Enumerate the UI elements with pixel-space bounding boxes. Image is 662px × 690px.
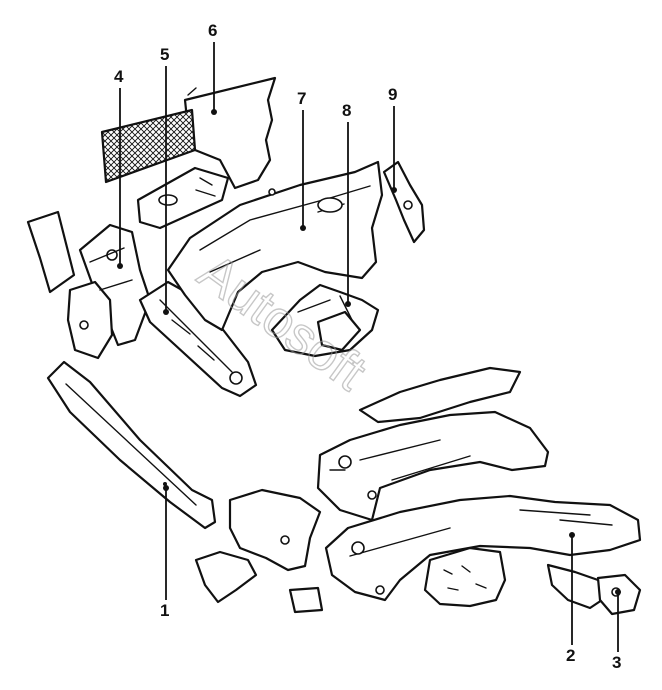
callout-6: 6 <box>208 21 217 40</box>
part-6-hood-panel <box>100 76 277 230</box>
upper-longitudinal-rail <box>316 366 550 522</box>
small-pad <box>288 586 324 614</box>
callout-4: 4 <box>114 67 124 86</box>
part-8-mount <box>270 283 380 358</box>
part-9-small-bracket <box>382 160 426 244</box>
callout-7: 7 <box>297 89 306 108</box>
part-5-inner-rail <box>138 280 258 398</box>
callout-2: 2 <box>566 646 575 665</box>
callout-labels: 1 2 3 4 5 6 7 8 9 <box>114 21 621 672</box>
callout-1: 1 <box>160 601 169 620</box>
callout-9: 9 <box>388 85 397 104</box>
small-mount-left <box>194 550 258 604</box>
textured-panel <box>423 546 507 608</box>
leader-lines <box>119 42 619 652</box>
lower-longitudinal-rail <box>324 494 642 602</box>
mount-bracket-center <box>228 488 322 572</box>
part-1-front-crossmember <box>46 360 217 530</box>
callout-5: 5 <box>160 45 169 64</box>
part-4-left-bracket <box>26 210 152 360</box>
callout-3: 3 <box>612 653 621 672</box>
callout-8: 8 <box>342 101 351 120</box>
part-7-cowl-panel <box>166 160 384 332</box>
part-2-rear-bracket <box>546 563 607 610</box>
leader-dots <box>117 109 621 595</box>
